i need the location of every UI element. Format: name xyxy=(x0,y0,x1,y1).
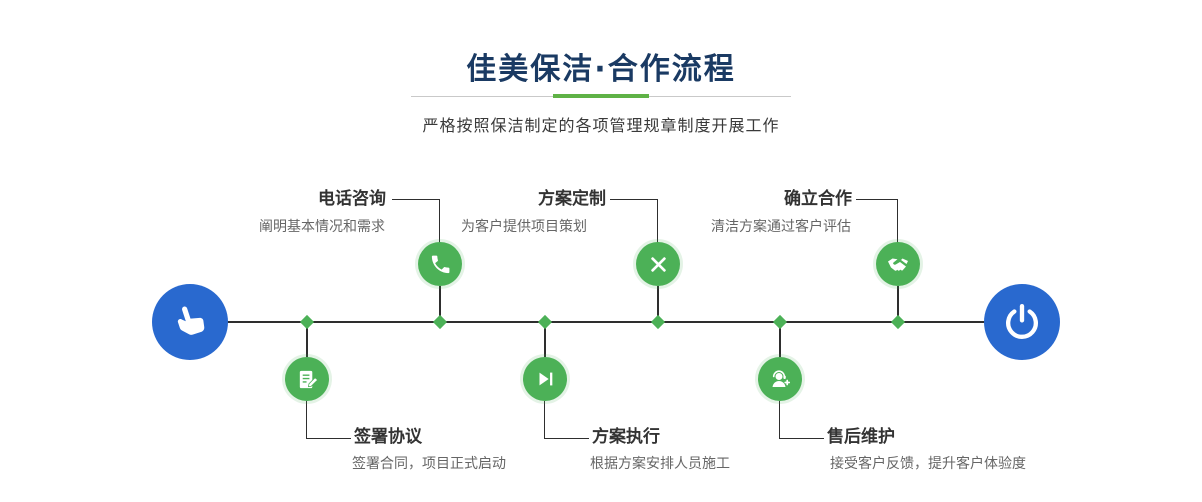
design-tools-icon xyxy=(647,253,670,276)
handshake-icon xyxy=(886,252,910,276)
divider-accent-bar xyxy=(553,94,649,98)
step-icon-node xyxy=(636,242,680,286)
pointer-hand-icon xyxy=(165,297,215,347)
timeline-line xyxy=(190,321,1022,323)
step-icon-node xyxy=(758,357,802,401)
step-desc-plan-execute: 根据方案安排人员施工 xyxy=(590,456,730,472)
page-title: 佳美保洁·合作流程 xyxy=(466,52,736,87)
label-connector xyxy=(306,401,351,439)
power-icon xyxy=(1002,302,1042,342)
timeline-stem xyxy=(657,286,659,322)
label-connector xyxy=(856,199,898,243)
title-divider xyxy=(411,94,791,98)
flow-start-node xyxy=(152,284,228,360)
step-icon-node xyxy=(285,357,329,401)
timeline-node-diamond xyxy=(650,314,666,330)
timeline-stem xyxy=(306,322,308,357)
timeline-node-diamond xyxy=(772,314,788,330)
step-label-establish-coop: 确立合作 xyxy=(784,189,852,209)
phone-icon xyxy=(429,253,452,276)
timeline-node-diamond xyxy=(432,314,448,330)
timeline-stem xyxy=(439,286,441,322)
label-connector xyxy=(779,401,824,439)
label-connector xyxy=(392,199,440,243)
step-icon-node xyxy=(418,242,462,286)
play-icon xyxy=(534,368,556,390)
step-desc-plan-custom: 为客户提供项目策划 xyxy=(461,219,587,235)
step-desc-after-sales: 接受客户反馈，提升客户体验度 xyxy=(830,456,1026,472)
timeline-stem xyxy=(779,322,781,357)
timeline-node-diamond xyxy=(299,314,315,330)
step-icon-node xyxy=(523,357,567,401)
step-label-phone-consult: 电话咨询 xyxy=(318,189,386,209)
contract-icon xyxy=(296,368,319,391)
step-desc-sign-agreement: 签署合同，项目正式启动 xyxy=(352,456,506,472)
step-desc-establish-coop: 清洁方案通过客户评估 xyxy=(711,219,851,235)
step-desc-phone-consult: 阐明基本情况和需求 xyxy=(259,219,385,235)
headset-icon xyxy=(768,367,792,391)
timeline-stem xyxy=(544,322,546,357)
step-label-after-sales: 售后维护 xyxy=(827,427,895,447)
timeline-node-diamond xyxy=(890,314,906,330)
label-connector xyxy=(610,199,658,243)
flow-end-node xyxy=(984,284,1060,360)
timeline-stem xyxy=(897,286,899,322)
label-connector xyxy=(544,401,589,439)
page-subtitle: 严格按照保洁制定的各项管理规章制度开展工作 xyxy=(422,116,780,135)
step-label-plan-custom: 方案定制 xyxy=(538,189,606,209)
step-icon-node xyxy=(876,242,920,286)
step-label-sign-agreement: 签署协议 xyxy=(354,427,422,447)
timeline-node-diamond xyxy=(537,314,553,330)
step-label-plan-execute: 方案执行 xyxy=(592,427,660,447)
